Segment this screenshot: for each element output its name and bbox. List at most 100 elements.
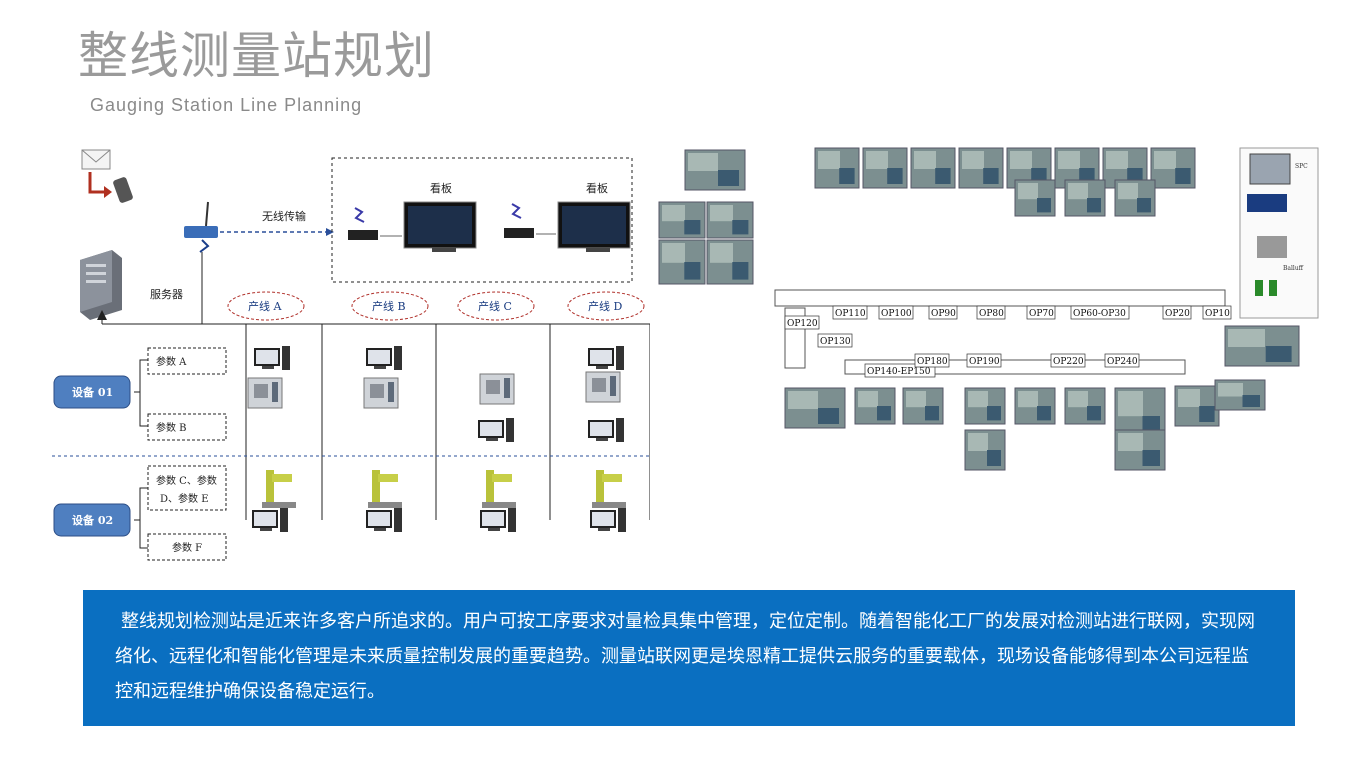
param-f: 参数 F bbox=[172, 541, 202, 554]
line-ellipse bbox=[227, 291, 305, 321]
svg-text:OP100: OP100 bbox=[881, 309, 912, 319]
equipment-photo bbox=[1224, 325, 1300, 367]
equipment-photo bbox=[964, 387, 1006, 425]
spc-label: SPC bbox=[1295, 163, 1308, 170]
param-d-e: D、参数 E bbox=[160, 492, 209, 505]
station-label: OP90 bbox=[928, 305, 958, 320]
station-label: OP240 bbox=[1104, 353, 1140, 368]
equipment-photo bbox=[964, 429, 1006, 471]
drill-machine-icon bbox=[482, 470, 516, 508]
network-diagram: 服务器 无线传输 看板 看板 产线 A 产线 B 产线 C 产线 D bbox=[52, 149, 650, 561]
svg-text:OP90: OP90 bbox=[931, 309, 956, 319]
monitor-icon bbox=[557, 201, 631, 252]
equipment-photo bbox=[706, 239, 754, 285]
equipment-photo bbox=[1114, 429, 1166, 471]
station-label: OP120 bbox=[784, 315, 820, 330]
router-icon bbox=[184, 201, 218, 253]
drill-machine-icon bbox=[262, 470, 296, 508]
svg-text:OP60-OP30: OP60-OP30 bbox=[1073, 309, 1126, 319]
cnc-machine-icon bbox=[585, 371, 621, 403]
equipment-photo bbox=[910, 147, 956, 189]
station-label: OP10 bbox=[1202, 305, 1232, 320]
svg-text:OP180: OP180 bbox=[917, 357, 948, 367]
computer-icon bbox=[478, 418, 514, 442]
param-a: 参数 A bbox=[156, 355, 187, 368]
drill-machine-icon bbox=[368, 470, 402, 508]
equipment-photo bbox=[862, 147, 908, 189]
server-label: 服务器 bbox=[150, 288, 183, 301]
display-box bbox=[331, 157, 633, 283]
set-top-box-icon bbox=[504, 203, 556, 238]
svg-text:OP140-EP150: OP140-EP150 bbox=[867, 367, 931, 377]
computer-icon bbox=[254, 346, 290, 370]
board-label-1: 看板 bbox=[430, 181, 452, 195]
line-label: 产线 A bbox=[248, 299, 282, 313]
line-label: 产线 C bbox=[478, 299, 512, 313]
station-label: OP110 bbox=[832, 305, 868, 320]
svg-text:OP240: OP240 bbox=[1107, 357, 1138, 367]
drill-machine-icon bbox=[592, 470, 626, 508]
line-ellipse bbox=[567, 291, 645, 321]
svg-text:OP130: OP130 bbox=[820, 337, 851, 347]
station-label: OP190 bbox=[966, 353, 1002, 368]
station-label: OP60-OP30 bbox=[1070, 305, 1130, 320]
computer-icon bbox=[480, 508, 516, 532]
monitor-icon bbox=[403, 201, 477, 252]
equipment-photo bbox=[1014, 179, 1056, 217]
svg-text:OP70: OP70 bbox=[1029, 309, 1054, 319]
computer-icon bbox=[366, 346, 402, 370]
equipment-photo bbox=[1114, 179, 1156, 217]
computer-icon bbox=[588, 346, 624, 370]
computer-icon bbox=[366, 508, 402, 532]
equipment-photo bbox=[784, 387, 846, 429]
equipment-photo bbox=[814, 147, 860, 189]
equipment-photo bbox=[1150, 147, 1196, 189]
computer-icon bbox=[590, 508, 626, 532]
station-label: OP180 bbox=[914, 353, 950, 368]
svg-text:OP110: OP110 bbox=[835, 309, 866, 319]
svg-text:OP10: OP10 bbox=[1205, 309, 1230, 319]
page-title: 整线测量站规划 bbox=[78, 27, 435, 85]
device-02-badge bbox=[53, 503, 131, 537]
station-label: OP130 bbox=[817, 333, 853, 348]
balluff-label: Balluff bbox=[1283, 265, 1304, 272]
equipment-photo bbox=[1214, 379, 1266, 411]
svg-text:OP120: OP120 bbox=[787, 319, 818, 329]
equipment-photo bbox=[902, 387, 944, 425]
equipment-photo bbox=[854, 387, 896, 425]
device-01-badge bbox=[53, 375, 131, 409]
equipment-photo bbox=[1064, 387, 1106, 425]
set-top-box-icon bbox=[348, 207, 402, 240]
cnc-machine-icon bbox=[363, 377, 399, 409]
line-ellipse bbox=[457, 291, 535, 321]
wireless-label: 无线传输 bbox=[262, 209, 306, 223]
equipment-photo bbox=[684, 149, 746, 191]
line-label: 产线 D bbox=[588, 299, 622, 313]
equipment-photo bbox=[1014, 387, 1056, 425]
station-label: OP100 bbox=[878, 305, 914, 320]
equipment-photo bbox=[958, 147, 1004, 189]
description-panel: 整线规划检测站是近来许多客户所追求的。用户可按工序要求对量检具集中管理，定位定制… bbox=[83, 590, 1295, 726]
email-phone-icon bbox=[81, 149, 133, 203]
param-b: 参数 B bbox=[156, 421, 187, 434]
page-subtitle: Gauging Station Line Planning bbox=[90, 95, 363, 115]
station-label: OP220 bbox=[1050, 353, 1086, 368]
server-icon bbox=[80, 250, 122, 320]
line-label: 产线 B bbox=[372, 299, 406, 313]
svg-text:OP20: OP20 bbox=[1165, 309, 1190, 319]
equipment-photo bbox=[1064, 179, 1106, 217]
board-label-2: 看板 bbox=[586, 181, 608, 195]
computer-icon bbox=[588, 418, 624, 442]
station-label: OP70 bbox=[1026, 305, 1056, 320]
svg-text:OP80: OP80 bbox=[979, 309, 1004, 319]
station-label: OP80 bbox=[976, 305, 1006, 320]
station-label: OP20 bbox=[1162, 305, 1192, 320]
svg-text:OP190: OP190 bbox=[969, 357, 1000, 367]
description-text: 整线规划检测站是近来许多客户所追求的。用户可按工序要求对量检具集中管理，定位定制… bbox=[115, 611, 1255, 702]
equipment-photo bbox=[658, 201, 706, 239]
cnc-machine-icon bbox=[479, 373, 515, 405]
equipment-photo bbox=[706, 201, 754, 239]
param-c: 参数 C、参数 bbox=[156, 474, 217, 487]
equipment-photo bbox=[1174, 385, 1220, 427]
cnc-machine-icon bbox=[247, 377, 283, 409]
